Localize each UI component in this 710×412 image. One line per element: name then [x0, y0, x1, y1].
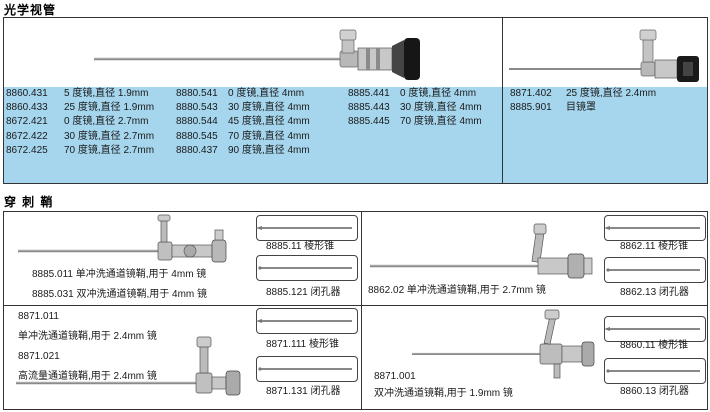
sheaths-row-divider: [4, 305, 707, 306]
sheath-8871-021-desc: 高流量通道镜鞘,用于 2.4mm 镜: [18, 371, 157, 382]
obturator-8871-image: [258, 367, 352, 371]
rigid-scope-image: [94, 29, 420, 80]
section-title-sheaths: 穿 刺 鞘: [4, 195, 54, 209]
sheath-8885-image: [18, 214, 227, 263]
trocar-8885-image: [256, 226, 352, 230]
trocar-8871-111-label: 8871.111 棱形锥: [266, 339, 340, 350]
sheaths-panel: 8885.011 单冲洗通道镜鞘,用于 4mm 镜 8885.031 双冲洗通道…: [3, 211, 708, 410]
sheath-8885-031-label: 8885.031 双冲洗通道镜鞘,用于 4mm 镜: [32, 289, 208, 300]
scopes-divider: [502, 18, 503, 183]
sheath-8871-001-code: 8871.001: [374, 371, 416, 382]
trocar-8860-image: [604, 327, 700, 331]
obturator-8871-131-label: 8871.131 闭孔器: [266, 386, 341, 397]
sheaths-divider: [361, 212, 362, 409]
obturator-8862-image: [606, 268, 700, 272]
sheath-8862-image: [370, 223, 593, 279]
obturator-8862-13-label: 8862.13 闭孔器: [620, 287, 689, 298]
section-title-scopes: 光学视管: [4, 3, 57, 17]
sheath-8862-02-label: 8862.02 单冲洗通道镜鞘,用于 2.7mm 镜: [368, 285, 546, 296]
trocar-8862-11-label: 8862.11 棱形锥: [620, 241, 689, 252]
trocar-8871-image: [256, 319, 352, 323]
obturator-8860-image: [606, 369, 700, 373]
sheath-8871-001-image: [412, 309, 595, 379]
trocar-8860-11-label: 8860.11 棱形锥: [620, 340, 689, 351]
small-scope-image: [509, 29, 699, 82]
sheath-8871-001-desc: 双冲洗通道镜鞘,用于 1.9mm 镜: [374, 388, 513, 399]
obturator-8885-121-label: 8885.121 闭孔器: [266, 287, 341, 298]
obturator-8885-image: [258, 266, 352, 270]
scopes-list-band: [4, 87, 707, 183]
sheath-8885-011-label: 8885.011 单冲洗通道镜鞘,用于 4mm 镜: [32, 269, 207, 280]
trocar-8885-11-label: 8885.11 棱形锥: [266, 241, 335, 252]
sheath-8871-011-desc: 单冲洗通道镜鞘,用于 2.4mm 镜: [18, 331, 157, 342]
trocar-8862-image: [604, 226, 700, 230]
sheath-8871-011-code: 8871.011: [18, 311, 59, 322]
sheath-8871-image: [16, 336, 241, 396]
sheath-8871-021-code: 8871.021: [18, 351, 60, 362]
obturator-8860-13-label: 8860.13 闭孔器: [620, 386, 689, 397]
